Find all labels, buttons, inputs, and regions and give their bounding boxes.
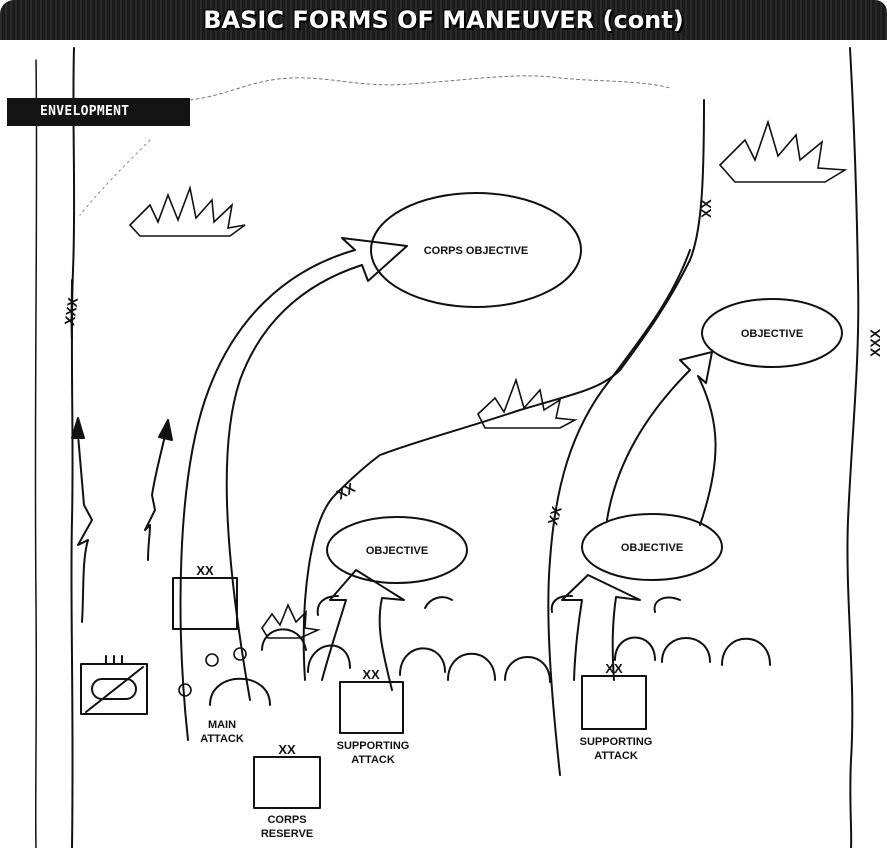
center-objective-label: OBJECTIVE <box>621 542 683 554</box>
section-label: ENVELOPMENT <box>40 104 130 119</box>
banner-texture <box>0 0 887 40</box>
page-title: BASIC FORMS OF MANEUVER (cont) <box>203 6 684 34</box>
defensive-arc <box>399 647 446 676</box>
corps-reserve-echelon: XX <box>278 742 296 757</box>
main-attack-echelon: XX <box>196 563 214 578</box>
corps-boundary-label-right: XXX <box>867 328 883 357</box>
cavalry-tread <box>91 678 137 700</box>
left-frame-line <box>70 47 76 848</box>
supporting-right-echelon: XX <box>605 661 623 676</box>
defensive-arc <box>261 628 307 651</box>
main-attack-arrow <box>179 237 408 741</box>
cavalry-arrowhead-left <box>71 417 85 439</box>
division-boundary-label-right: XX <box>544 504 564 527</box>
explosion-icon <box>261 602 321 639</box>
cavalry-slash <box>85 666 144 713</box>
supporting-left-echelon: XX <box>362 667 380 682</box>
terrain-line-top <box>189 75 671 101</box>
position-circle <box>233 647 247 661</box>
supporting-attack-right-unit-box <box>581 675 647 730</box>
cavalry-arrow-left <box>77 434 93 623</box>
defensive-arc <box>661 637 711 663</box>
division-boundary-label-top: XX <box>698 199 714 218</box>
supporting-arrow-left <box>321 569 405 691</box>
supporting-right-label-line1: SUPPORTING <box>580 736 653 748</box>
position-circle <box>205 653 219 667</box>
main-attack-label-line1: MAIN <box>208 719 236 731</box>
division-boundary-left <box>302 99 705 681</box>
position-circle <box>178 683 192 697</box>
left-objective-ellipse <box>326 516 468 584</box>
supporting-attack-left-unit-box <box>339 681 404 734</box>
envelopment-arrow-right <box>606 351 717 526</box>
corps-reserve-label-line1: CORPS <box>267 814 306 826</box>
main-attack-label-line2: ATTACK <box>200 733 244 745</box>
corps-objective-label: CORPS OBJECTIVE <box>424 245 529 257</box>
terrain-line-left <box>79 139 151 216</box>
defensive-arc <box>447 652 496 681</box>
division-boundary-label-mid: XX <box>334 479 359 503</box>
defensive-arc <box>307 644 351 673</box>
right-objective-ellipse <box>701 298 843 368</box>
left-objective-label: OBJECTIVE <box>366 545 428 557</box>
defensive-arc <box>209 677 271 706</box>
corps-objective-ellipse <box>370 192 582 308</box>
explosion-icon <box>718 119 848 183</box>
defensive-arc <box>424 596 453 609</box>
defensive-arc <box>653 596 681 613</box>
title-banner: BASIC FORMS OF MANEUVER (cont) <box>0 0 887 40</box>
defensive-arc <box>614 636 656 661</box>
left-outer-edge <box>34 59 38 848</box>
corps-reserve-label-line2: RESERVE <box>261 828 313 840</box>
defensive-arc <box>504 656 551 683</box>
right-objective-label: OBJECTIVE <box>741 328 803 340</box>
main-attack-unit-box <box>172 577 238 630</box>
defensive-arc <box>316 595 339 616</box>
defensive-arc <box>550 594 573 613</box>
cavalry-arrowhead-right <box>158 419 173 441</box>
explosion-icon <box>128 185 246 237</box>
supporting-arrow-right <box>561 574 641 681</box>
supporting-left-label-line1: SUPPORTING <box>337 740 410 752</box>
supporting-left-label-line2: ATTACK <box>351 754 395 766</box>
section-label-tab: ENVELOPMENT <box>7 98 190 126</box>
supporting-right-label-line2: ATTACK <box>594 750 638 762</box>
defensive-arc <box>721 637 771 666</box>
center-objective-ellipse <box>581 513 723 581</box>
division-boundary-right <box>547 249 691 776</box>
cavalry-arrow-right <box>144 434 166 561</box>
corps-boundary-label-left: XXX <box>61 296 81 327</box>
corps-reserve-unit-box <box>253 756 321 809</box>
explosion-icon <box>477 377 578 429</box>
right-frame-line <box>846 47 860 848</box>
